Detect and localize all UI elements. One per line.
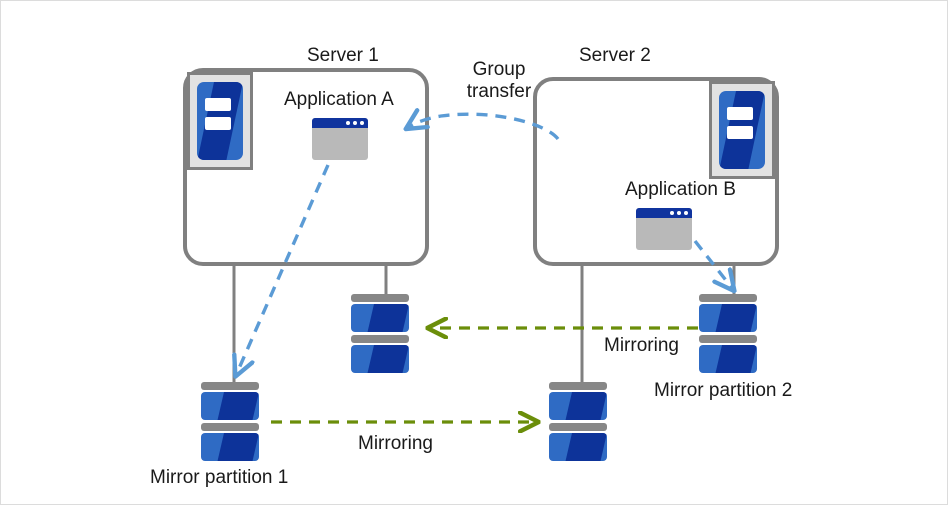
- app-window-titlebar: [312, 118, 368, 128]
- group-transfer-label-line1: Group: [472, 59, 526, 80]
- mirror-partition-1-label: Mirror partition 1: [150, 467, 289, 488]
- disk-plate: [351, 335, 409, 343]
- group-transfer-label-line2: transfer: [466, 81, 532, 103]
- server-tower-bar: [204, 97, 231, 111]
- disk-plate: [201, 382, 259, 390]
- application-b-window-icon: [636, 208, 692, 250]
- app-window-dot: [684, 211, 688, 215]
- app-window-dot: [360, 121, 364, 125]
- group-transfer-label: Group transfer: [451, 59, 547, 104]
- server-tower-body: [719, 91, 765, 169]
- server2-tower-icon: [709, 81, 775, 179]
- server-tower-bar: [726, 126, 753, 140]
- server2-lower-disk-icon: [549, 382, 607, 464]
- server-tower-bar: [204, 117, 231, 131]
- server1-upper-disk-icon: [351, 294, 409, 376]
- disk-plate: [549, 382, 607, 390]
- disk-block: [549, 433, 607, 461]
- disk-plate: [351, 294, 409, 302]
- server2-title: Server 2: [579, 45, 651, 66]
- disk-block: [699, 304, 757, 332]
- disk-plate: [699, 294, 757, 302]
- mirror-partition-1-disk-icon: [201, 382, 259, 464]
- disk-plate: [549, 423, 607, 431]
- mirror-partition-2-label: Mirror partition 2: [654, 380, 793, 401]
- disk-block: [351, 304, 409, 332]
- application-a-label: Application A: [284, 89, 394, 110]
- group-transfer-arrow: [409, 114, 560, 141]
- server-tower-bar: [726, 106, 753, 120]
- application-a-window-icon: [312, 118, 368, 160]
- disk-block: [201, 392, 259, 420]
- disk-block: [699, 345, 757, 373]
- application-b-label: Application B: [625, 179, 736, 200]
- app-window-dot: [346, 121, 350, 125]
- server1-title: Server 1: [307, 45, 379, 66]
- disk-block: [549, 392, 607, 420]
- server-tower-body: [197, 82, 243, 160]
- disk-plate: [201, 423, 259, 431]
- disk-block: [351, 345, 409, 373]
- app-window-dot: [353, 121, 357, 125]
- mirroring-label-right: Mirroring: [604, 335, 679, 356]
- app-b-to-mirror-partition-2-arrow: [693, 239, 732, 288]
- mirror-partition-2-disk-icon: [699, 294, 757, 376]
- mirroring-label-bottom: Mirroring: [358, 433, 433, 454]
- server1-tower-icon: [187, 72, 253, 170]
- app-window-dot: [670, 211, 674, 215]
- disk-plate: [699, 335, 757, 343]
- app-window-dot: [677, 211, 681, 215]
- app-window-titlebar: [636, 208, 692, 218]
- disk-block: [201, 433, 259, 461]
